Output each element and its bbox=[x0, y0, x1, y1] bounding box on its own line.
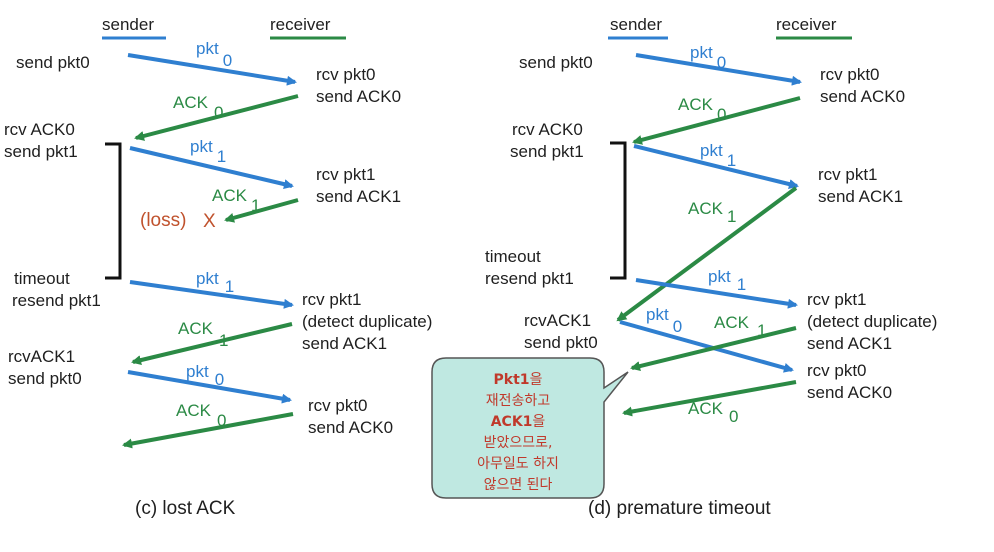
d-msg-6: pkt0 bbox=[646, 305, 682, 336]
c-receiver-event-3-line2: (detect duplicate) bbox=[302, 312, 432, 331]
panel-lost-ack: sender receiver send pkt0 rcv ACK0 send … bbox=[4, 15, 432, 519]
d-receiver-event-1-line2: send ACK0 bbox=[820, 87, 905, 106]
d-sender-event-3-line2: resend pkt1 bbox=[485, 269, 574, 288]
c-arrow-ack0-2 bbox=[122, 412, 294, 449]
note-line-6: 않으면 된다 bbox=[484, 477, 553, 493]
d-receiver-event-3-line1: rcv pkt1 bbox=[807, 290, 867, 309]
d-arrow-ack0 bbox=[632, 96, 801, 145]
d-msg-3: pkt1 bbox=[700, 141, 736, 170]
panel-premature-timeout: sender receiver send pkt0 rcv ACK0 send … bbox=[431, 15, 937, 519]
note-line-4: 받았으므로, bbox=[484, 435, 553, 451]
c-receiver-event-1-line1: rcv pkt0 bbox=[316, 65, 376, 84]
c-receiver-event-1-line2: send ACK0 bbox=[316, 87, 401, 106]
d-arrow-pkt1-resend bbox=[635, 278, 798, 309]
c-arrow-ack1-dup bbox=[131, 322, 293, 366]
d-receiver-event-3-line3: send ACK1 bbox=[807, 334, 892, 353]
c-arrow-pkt1 bbox=[129, 146, 294, 190]
c-msg-1: pkt0 bbox=[196, 39, 232, 70]
c-sender-event-4-line1: rcvACK1 bbox=[8, 347, 75, 366]
d-arrow-pkt0-2 bbox=[619, 320, 794, 373]
legend-receiver-label-2: receiver bbox=[776, 15, 837, 34]
d-msg-2: ACK0 bbox=[678, 95, 726, 124]
c-sender-event-1: send pkt0 bbox=[16, 53, 90, 72]
d-sender-event-1: send pkt0 bbox=[519, 53, 593, 72]
c-msg-8: ACK0 bbox=[176, 401, 226, 430]
c-msg-3: pkt1 bbox=[190, 137, 226, 166]
c-arrow-ack1-lost bbox=[224, 198, 299, 223]
d-timeout-bracket bbox=[610, 141, 627, 280]
c-msg-4: ACK1 bbox=[212, 186, 260, 215]
c-receiver-event-4-line1: rcv pkt0 bbox=[308, 396, 368, 415]
c-msg-6: ACK1 bbox=[178, 319, 228, 350]
d-arrow-pkt1 bbox=[633, 144, 799, 189]
c-arrow-pkt0-2 bbox=[127, 370, 292, 404]
c-sender-event-3-line2: resend pkt1 bbox=[12, 291, 101, 310]
d-sender-event-4-line2: send pkt0 bbox=[524, 333, 598, 352]
d-sender-event-2-line1: rcv ACK0 bbox=[512, 120, 583, 139]
c-sender-event-3-line1: timeout bbox=[14, 269, 70, 288]
d-msg-1: pkt0 bbox=[690, 43, 726, 72]
d-arrow-ack1-dup bbox=[630, 326, 797, 371]
annotation-speech-bubble: Pkt1을 재전송하고 ACK1을 받았으므로, 아무일도 하지 않으면 된다 bbox=[431, 357, 629, 499]
legend-sender-label-2: sender bbox=[610, 15, 662, 34]
d-sender-event-2-line2: send pkt1 bbox=[510, 142, 584, 161]
speech-bubble-shape bbox=[431, 357, 629, 499]
note-line-5: 아무일도 하지 bbox=[477, 456, 559, 472]
c-arrow-pkt0 bbox=[127, 53, 297, 86]
d-arrow-pkt0 bbox=[635, 53, 802, 86]
d-arrow-ack0-2 bbox=[622, 380, 797, 417]
c-receiver-event-2-line2: send ACK1 bbox=[316, 187, 401, 206]
d-receiver-event-2-line1: rcv pkt1 bbox=[818, 165, 878, 184]
c-sender-event-4-line2: send pkt0 bbox=[8, 369, 82, 388]
c-receiver-event-4-line2: send ACK0 bbox=[308, 418, 393, 437]
d-receiver-event-1-line1: rcv pkt0 bbox=[820, 65, 880, 84]
note-line-3: ACK1을 bbox=[491, 414, 546, 430]
d-receiver-event-3-line2: (detect duplicate) bbox=[807, 312, 937, 331]
c-arrow-pkt1-resend bbox=[129, 280, 294, 309]
d-sender-event-4-line1: rcvACK1 bbox=[524, 311, 591, 330]
d-arrow-ack1-delayed bbox=[616, 186, 798, 322]
c-loss-label: (loss) bbox=[140, 210, 186, 231]
c-caption: (c) lost ACK bbox=[135, 498, 236, 519]
d-receiver-event-2-line2: send ACK1 bbox=[818, 187, 903, 206]
c-sender-event-2-line1: rcv ACK0 bbox=[4, 120, 75, 139]
c-timeout-bracket bbox=[105, 142, 122, 280]
note-line-2: 재전송하고 bbox=[486, 393, 551, 409]
c-receiver-event-3-line3: send ACK1 bbox=[302, 334, 387, 353]
legend-sender-label: sender bbox=[102, 15, 154, 34]
d-receiver-event-4-line2: send ACK0 bbox=[807, 383, 892, 402]
d-receiver-event-4-line1: rcv pkt0 bbox=[807, 361, 867, 380]
c-arrow-ack0 bbox=[134, 94, 299, 141]
c-loss-mark: X bbox=[203, 211, 216, 232]
c-receiver-event-3-line1: rcv pkt1 bbox=[302, 290, 362, 309]
c-msg-2: ACK0 bbox=[173, 93, 223, 122]
d-sender-event-3-line1: timeout bbox=[485, 247, 541, 266]
c-sender-event-2-line2: send pkt1 bbox=[4, 142, 78, 161]
c-receiver-event-2-line1: rcv pkt1 bbox=[316, 165, 376, 184]
d-caption: (d) premature timeout bbox=[588, 498, 771, 519]
note-line-1: Pkt1을 bbox=[494, 372, 543, 388]
legend-receiver-label: receiver bbox=[270, 15, 331, 34]
